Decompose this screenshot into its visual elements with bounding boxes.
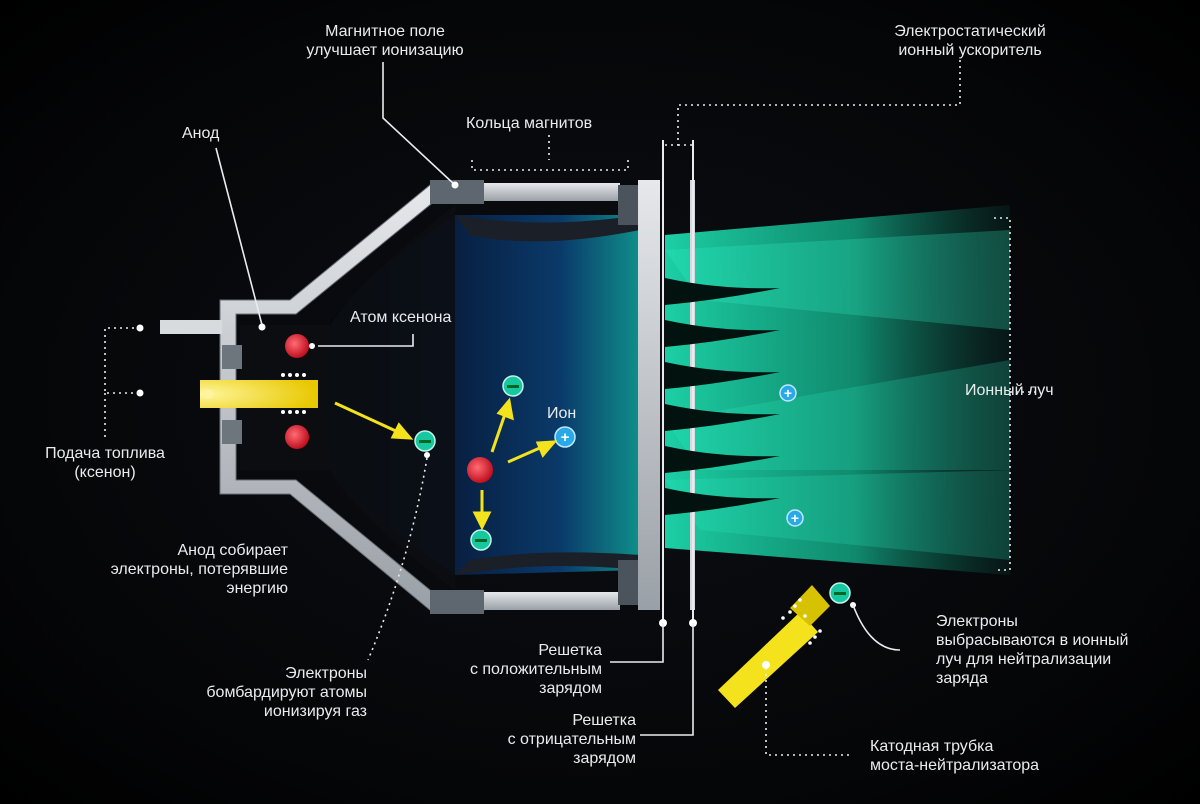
ion-1: + <box>554 426 576 448</box>
label-magnet-rings: Кольца магнитов <box>466 115 593 132</box>
label-ion: Ион <box>547 405 577 422</box>
inner-shadow <box>240 205 455 590</box>
svg-text:+: + <box>791 510 799 526</box>
neutralizer-cathode <box>718 582 856 708</box>
electron-1 <box>414 430 436 452</box>
svg-text:+: + <box>784 385 792 401</box>
magnet-ring-bottom-left <box>430 590 484 614</box>
magnet-ring-bottom-right <box>618 560 640 605</box>
label-fuel-supply: Подача топлива(ксенон) <box>45 445 165 481</box>
beam-ions: + + <box>779 384 804 527</box>
grid-apertures <box>665 278 780 515</box>
label-xenon-atom: Атом ксенона <box>350 309 452 326</box>
electron-2 <box>502 375 524 397</box>
leader-lines <box>215 62 901 736</box>
label-ion-beam: Ионный луч <box>965 382 1054 399</box>
neutralizer-electron <box>829 582 851 604</box>
xenon-atoms <box>285 334 493 483</box>
positive-grid <box>638 180 660 610</box>
dotted-lines <box>104 60 1040 756</box>
thruster-housing <box>219 180 640 614</box>
motion-arrows <box>334 397 558 531</box>
svg-text:+: + <box>561 429 570 446</box>
electron-3 <box>470 529 492 551</box>
fuel-feed <box>160 320 318 414</box>
label-anode: Анод <box>182 125 220 142</box>
magnet-ring-top-right <box>618 185 640 225</box>
ion-beam <box>665 205 1010 575</box>
chamber-particles: + <box>414 375 576 551</box>
